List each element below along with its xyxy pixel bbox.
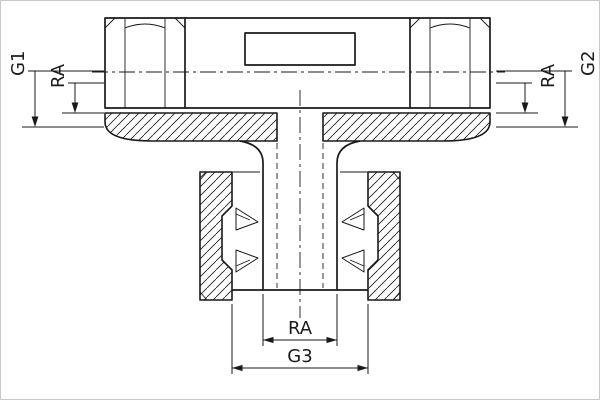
branch-tube (232, 140, 368, 291)
dimension-g3: G3 (231, 304, 369, 374)
horizontal-body (104, 17, 491, 109)
dim-label-ra-right: RA (538, 63, 559, 88)
dim-label-g3: G3 (287, 346, 312, 367)
dim-label-ra-bottom: RA (288, 318, 313, 339)
dimension-ra-left: RA (48, 63, 104, 114)
hex-chamfers (104, 17, 491, 29)
dimension-ra-right: RA (496, 63, 559, 114)
hex-facet-lines (124, 18, 471, 108)
branch-nut-section (199, 171, 401, 301)
dimension-ra-bottom: RA (262, 294, 338, 346)
arrow-down-icon (31, 116, 39, 127)
dim-label-g2: G2 (578, 51, 599, 76)
dimension-g2: G2 (496, 51, 599, 128)
centerlines (92, 71, 505, 318)
arrow-down-icon (521, 102, 529, 113)
bore-hidden-lines (276, 143, 324, 288)
ferrules (235, 207, 365, 273)
arrow-down-icon (561, 116, 569, 127)
flange-section (104, 112, 491, 142)
arrow-down-icon (71, 102, 79, 113)
dim-label-g1: G1 (8, 51, 29, 76)
dim-label-ra-left: RA (48, 63, 69, 88)
center-boss (244, 32, 356, 66)
hex-nut-boundaries (184, 18, 411, 108)
dimension-g1: G1 (8, 51, 104, 128)
